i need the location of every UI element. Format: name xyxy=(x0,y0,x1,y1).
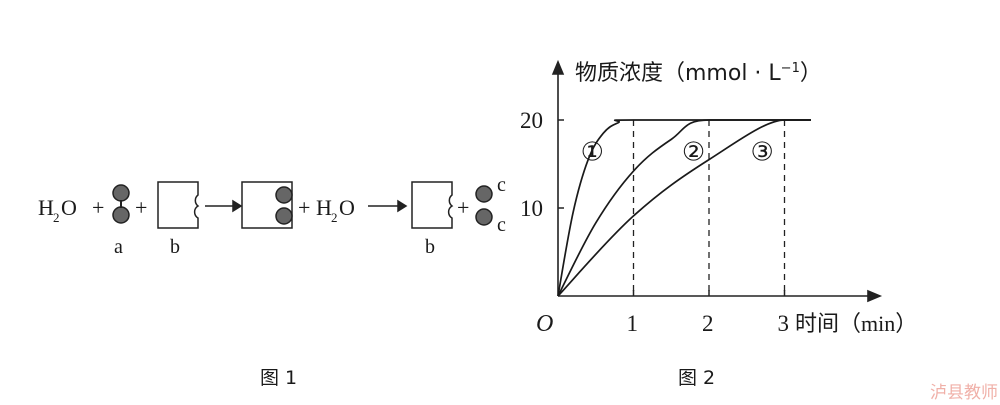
arrow-2 xyxy=(368,199,408,213)
series-label-3: ③ xyxy=(751,137,774,167)
figure-1: H 2 O + a + b + H 2 O xyxy=(38,174,506,389)
label-b-2: b xyxy=(425,236,435,258)
plus-4: + xyxy=(457,195,469,220)
figure-2-caption: 图 2 xyxy=(678,367,715,389)
plus-1: + xyxy=(92,195,104,220)
label-c-2: c xyxy=(497,214,506,236)
label-a: a xyxy=(114,236,123,258)
enzyme-substrate-complex xyxy=(241,181,293,229)
y-axis-arrow xyxy=(551,59,565,75)
y-tick-label: 20 xyxy=(520,108,543,133)
series-label-2: ② xyxy=(682,137,705,167)
x-tick-label: 2 xyxy=(702,311,714,336)
molecule-a xyxy=(112,184,130,224)
plus-3: + xyxy=(298,195,310,220)
arrow-1 xyxy=(205,199,243,213)
h2o-sub: 2 xyxy=(53,210,60,225)
h2o-h: H xyxy=(38,195,54,220)
label-b-1: b xyxy=(170,236,180,258)
origin-label: O xyxy=(536,311,553,337)
x-axis-arrow xyxy=(867,289,883,303)
axes xyxy=(551,59,883,303)
series-label-1: ① xyxy=(581,137,604,167)
enzyme-b xyxy=(157,181,200,229)
x-axis-label: 时间（min） xyxy=(795,311,917,337)
h2o-sub-2: 2 xyxy=(331,210,338,225)
x-tick-label: 1 xyxy=(627,311,639,336)
series-line-1 xyxy=(557,119,811,297)
figure-1-caption: 图 1 xyxy=(260,367,297,389)
series-group: ① ② ③ xyxy=(557,119,811,297)
series-line-3 xyxy=(557,119,811,297)
label-c-1: c xyxy=(497,174,506,196)
products-c xyxy=(475,185,493,226)
enzyme-b-2 xyxy=(411,181,454,229)
h2o-h-2: H xyxy=(316,195,332,220)
y-tick-label: 10 xyxy=(520,196,543,221)
figure-2-chart: 物质浓度（mmol · L−1） 时间（min） O 1 2 3 10 20 ① ② ③ 图… xyxy=(520,59,917,389)
reference-lines xyxy=(632,120,786,296)
ticks: 1 2 3 10 20 xyxy=(520,108,789,336)
h2o-o-2: O xyxy=(339,195,355,220)
x-tick-label: 3 xyxy=(778,311,790,336)
h2o-o: O xyxy=(61,195,77,220)
plus-2: + xyxy=(135,195,147,220)
y-axis-label: 物质浓度（mmol · L−1） xyxy=(575,61,822,86)
series-line-2 xyxy=(557,119,811,297)
watermark: 泸县教师 xyxy=(930,383,998,403)
